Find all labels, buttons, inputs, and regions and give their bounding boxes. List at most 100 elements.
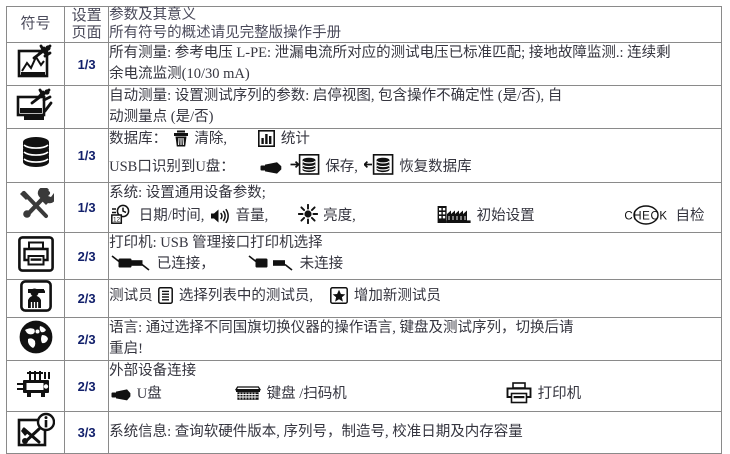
symbol-cell <box>7 183 65 233</box>
printer-connected-label: 已连接， <box>157 256 215 272</box>
database-restore-label: 恢复数据库 <box>399 159 472 175</box>
desc-cell: 测试员 选择列表中的测试员, <box>109 280 722 318</box>
page-cell: 2/3 <box>65 280 109 318</box>
desc-cell: 所有测量: 参考电压 L-PE: 泄漏电流所对应的测试电压已标准匹配; 接地故障… <box>109 43 722 86</box>
table-row: 2/3 测试员 选择列表中的测试员, <box>7 280 722 318</box>
page-cell: 2/3 <box>65 233 109 280</box>
clock-label: 日期/时间, <box>139 208 205 224</box>
save-to-db-icon <box>290 154 320 182</box>
plug-connected-icon <box>111 254 151 279</box>
table-row: 2/3 打印机: USB 管理接口打印机选择 已连接， <box>7 233 722 280</box>
desc-cell: 自动测量: 设置测试序列的参数: 启停视图, 包含操作不确定性 (是/否), 自… <box>109 86 722 129</box>
database-line-1: 数据库： 清除, <box>109 129 721 154</box>
database-line-2: USB口识别到U盘： <box>109 154 721 182</box>
usb-stick-icon <box>111 388 131 409</box>
table-row: 1/3 所有测量: 参考电压 L-PE: 泄漏电流所对应的测试电压已标准匹配; … <box>7 43 722 86</box>
external-title: 外部设备连接 <box>109 361 721 382</box>
system-line-2: 12 日期/时间, 音量, <box>109 204 721 232</box>
desc-cell: 系统: 设置通用设备参数; 12 日期/时间, <box>109 183 722 233</box>
speaker-icon <box>210 208 230 231</box>
printer-boxed-icon <box>18 236 54 277</box>
symbol-cell <box>7 318 65 361</box>
usb-detect-label: USB口识别到U盘： <box>109 159 235 175</box>
list-select-icon <box>158 287 173 311</box>
page-cell: 1/3 <box>65 129 109 183</box>
tester-select-label: 选择列表中的测试员, <box>179 288 313 304</box>
table-row: 1/3 数据库： 清除, <box>7 129 722 183</box>
system-info-icon <box>17 412 55 453</box>
trash-icon <box>173 130 189 154</box>
tester-prefix: 测试员 <box>109 288 153 304</box>
initial-settings-label: 初始设置 <box>477 208 535 224</box>
database-label: 数据库： <box>109 131 167 147</box>
svg-text:CHECK: CHECK <box>624 211 667 223</box>
svg-text:12: 12 <box>113 217 121 224</box>
table-row: 3/3 系统信息: 查询软硬件版本, 序列号，制造号, 校准日期及内存容量 <box>7 412 722 454</box>
database-save-label: 保存, <box>325 159 358 175</box>
table-header-row: 符号 设置 页面 参数及其意义 所有符号的概述请见完整版操作手册 <box>7 7 722 43</box>
desc-cell: 系统信息: 查询软硬件版本, 序列号，制造号, 校准日期及内存容量 <box>109 412 722 454</box>
database-clear-label: 清除, <box>194 131 227 147</box>
symbol-cell <box>7 361 65 412</box>
symbol-cell <box>7 280 65 318</box>
self-check-label: 自检 <box>676 208 705 224</box>
external-keyboard-label: 键盘 /扫码机 <box>267 386 347 402</box>
external-printer-label: 打印机 <box>538 386 582 402</box>
desc-line: 动测量点 (是/否) <box>109 107 721 128</box>
desc-line: 系统信息: 查询软硬件版本, 序列号，制造号, 校准日期及内存容量 <box>109 422 721 443</box>
desc-cell: 打印机: USB 管理接口打印机选择 已连接， <box>109 233 722 280</box>
desc-cell: 外部设备连接 U盘 <box>109 361 722 412</box>
volume-label: 音量, <box>236 208 269 224</box>
page-cell: 1/3 <box>65 43 109 86</box>
header-page-cell: 设置 页面 <box>65 7 109 43</box>
system-title: 系统: 设置通用设备参数; <box>109 183 721 204</box>
keyboard-icon <box>235 385 261 409</box>
header-desc-cell: 参数及其意义 所有符号的概述请见完整版操作手册 <box>109 7 722 43</box>
symbol-cell <box>7 129 65 183</box>
desc-line: 所有测量: 参考电压 L-PE: 泄漏电流所对应的测试电压已标准匹配; 接地故障… <box>109 43 721 64</box>
header-desc-line1: 参数及其意义 <box>109 7 721 25</box>
database-stats-label: 统计 <box>281 131 310 147</box>
desc-line: 重启! <box>109 339 721 360</box>
clock-12-icon: 12 <box>111 204 133 231</box>
brightness-label: 亮度, <box>323 208 356 224</box>
header-symbol-cell: 符号 <box>7 7 65 43</box>
tester-add-label: 增加新测试员 <box>354 288 441 304</box>
header-page-line2: 页面 <box>65 25 108 42</box>
tester-line: 测试员 选择列表中的测试员, <box>109 286 721 311</box>
desc-line: 自动测量: 设置测试序列的参数: 启停视图, 包含操作不确定性 (是/否), 自 <box>109 86 721 107</box>
page-cell <box>65 86 109 129</box>
symbol-spec-table: 符号 设置 页面 参数及其意义 所有符号的概述请见完整版操作手册 <box>6 6 722 454</box>
factory-settings-icon <box>437 205 471 231</box>
measurement-screen-icon <box>17 44 55 85</box>
header-symbol-label: 符号 <box>21 16 51 32</box>
printer-icon <box>506 382 532 411</box>
plug-disconnected-icon <box>248 254 294 279</box>
printer-disconnected-label: 未连接 <box>300 256 344 272</box>
external-device-icon <box>16 369 56 404</box>
tools-icon <box>18 188 54 227</box>
auto-measurement-icon <box>16 87 56 128</box>
desc-line: 语言: 通过选择不同国旗切换仪器的操作语言, 键盘及测试序列，切换后请 <box>109 318 721 339</box>
symbol-cell <box>7 233 65 280</box>
page-cell: 2/3 <box>65 318 109 361</box>
restore-db-icon <box>364 154 394 182</box>
symbol-cell <box>7 43 65 86</box>
table-row: 1/3 系统: 设置通用设备参数; 12 日期 <box>7 183 722 233</box>
table-row: 2/3 语言: 通过选择不同国旗切换仪器的操作语言, 键盘及测试序列，切换后请 … <box>7 318 722 361</box>
desc-cell: 语言: 通过选择不同国旗切换仪器的操作语言, 键盘及测试序列，切换后请 重启! <box>109 318 722 361</box>
symbol-cell <box>7 412 65 454</box>
external-line-2: U盘 <box>109 382 721 411</box>
brightness-icon <box>298 204 318 231</box>
usb-stick-icon <box>260 161 282 182</box>
star-add-icon <box>330 287 348 311</box>
header-page-line1: 设置 <box>65 8 108 25</box>
page-cell: 1/3 <box>65 183 109 233</box>
printer-title: 打印机: USB 管理接口打印机选择 <box>109 233 721 254</box>
database-icon <box>21 136 51 175</box>
table-row: 2/3 外部设备连接 U盘 <box>7 361 722 412</box>
table-row: 自动测量: 设置测试序列的参数: 启停视图, 包含操作不确定性 (是/否), 自… <box>7 86 722 129</box>
symbol-cell <box>7 86 65 129</box>
header-desc-line2: 所有符号的概述请见完整版操作手册 <box>109 25 721 43</box>
globe-icon <box>19 320 53 359</box>
